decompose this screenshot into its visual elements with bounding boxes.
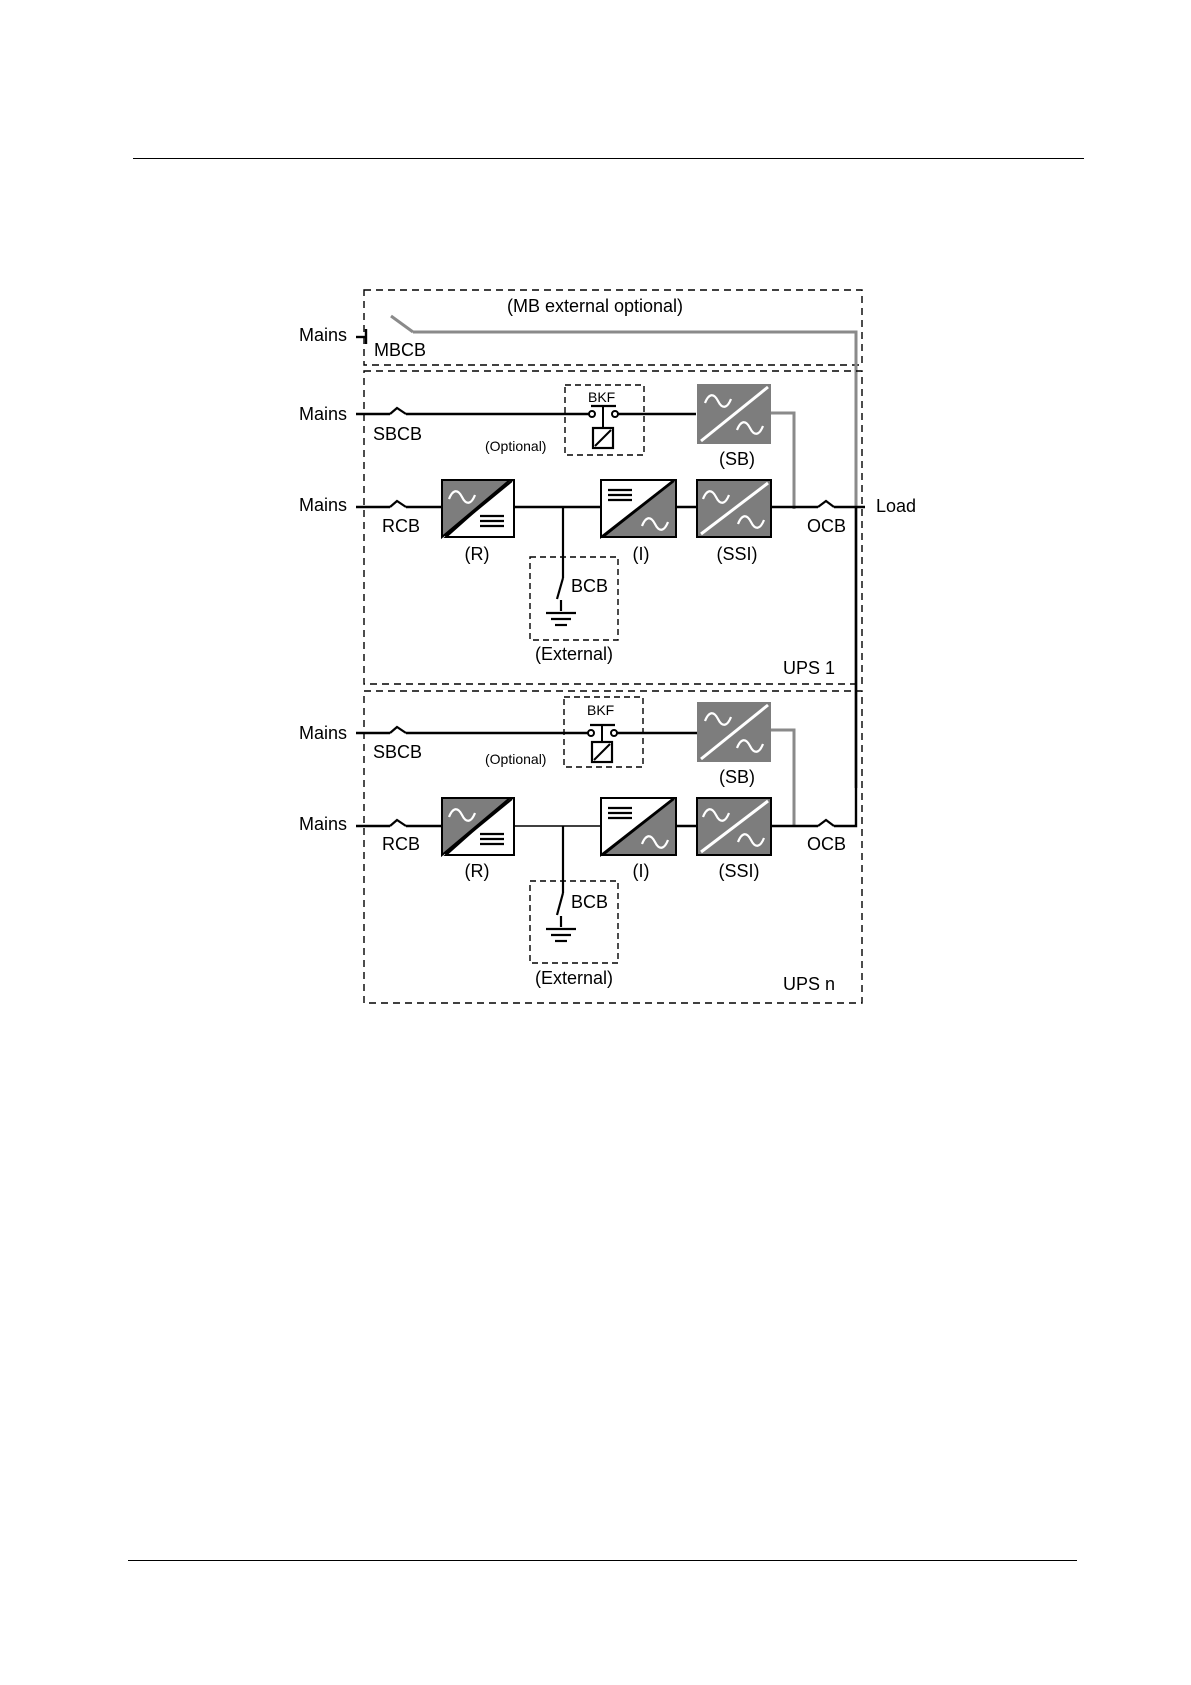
- load-label: Load: [876, 496, 916, 516]
- ups-1-panel: UPS 1 Mains SBCB BKF (Optional): [299, 371, 916, 684]
- static-switch-inverter-block-n: [697, 798, 771, 855]
- breaker-icon: [390, 727, 406, 733]
- mbcb-label: MBCB: [374, 340, 426, 360]
- breaker-icon: [818, 820, 834, 826]
- breaker-icon: [390, 820, 406, 826]
- rectifier-block-n: [442, 798, 514, 855]
- rcb-label-1: RCB: [382, 516, 420, 536]
- sbcb-label-n: SBCB: [373, 742, 422, 762]
- bkf-label-1: BKF: [588, 389, 615, 405]
- bkf-label-n: BKF: [587, 702, 614, 718]
- external-label-1: (External): [535, 644, 613, 664]
- bcb-label-1: BCB: [571, 576, 608, 596]
- maintenance-bypass-panel: (MB external optional) Mains MBCB: [299, 290, 862, 788]
- breaker-icon: [390, 501, 406, 507]
- mains-label-mbcb: Mains: [299, 325, 347, 345]
- main-line-ups-n: Mains RCB (R) (I): [299, 507, 856, 881]
- mains-label-rcb-n: Mains: [299, 814, 347, 834]
- inverter-label-n: (I): [633, 861, 650, 881]
- main-line-ups-1: Mains RCB (R) (I): [299, 480, 916, 564]
- ocb-label-1: OCB: [807, 516, 846, 536]
- ocb-label-n: OCB: [807, 834, 846, 854]
- ups-n-name: UPS n: [783, 974, 835, 994]
- static-switch-inverter-block-1: [697, 480, 771, 537]
- inverter-block-1: [601, 480, 676, 537]
- external-label-n: (External): [535, 968, 613, 988]
- sb-label-1: (SB): [719, 449, 755, 469]
- ups-1-name: UPS 1: [783, 658, 835, 678]
- mains-label-sbcb-n: Mains: [299, 723, 347, 743]
- bcb-label-n: BCB: [571, 892, 608, 912]
- rcb-label-n: RCB: [382, 834, 420, 854]
- inverter-block-n: [601, 798, 676, 855]
- mains-label-rcb-1: Mains: [299, 495, 347, 515]
- rectifier-label-n: (R): [465, 861, 490, 881]
- sb-label-n: (SB): [719, 767, 755, 787]
- ssi-label-1: (SSI): [716, 544, 757, 564]
- rectifier-block-1: [442, 480, 514, 537]
- ssi-label-n: (SSI): [718, 861, 759, 881]
- optional-label-1: (Optional): [485, 438, 546, 454]
- inverter-label-1: (I): [633, 544, 650, 564]
- breaker-icon: [818, 501, 834, 507]
- breaker-icon: [390, 408, 406, 414]
- rectifier-label-1: (R): [465, 544, 490, 564]
- bypass-panel-title: (MB external optional): [507, 296, 683, 316]
- static-bypass-block-1: [697, 384, 771, 444]
- mains-label-sbcb-1: Mains: [299, 404, 347, 424]
- static-bypass-block-n: [697, 702, 771, 762]
- sbcb-label-1: SBCB: [373, 424, 422, 444]
- optional-label-n: (Optional): [485, 751, 546, 767]
